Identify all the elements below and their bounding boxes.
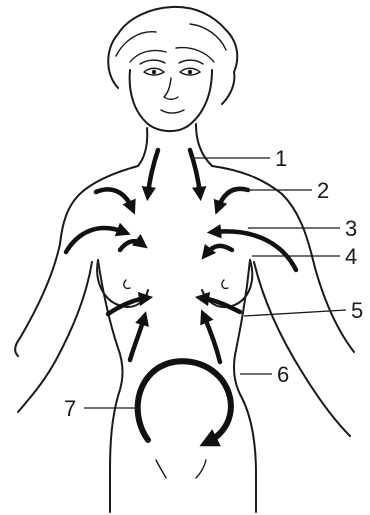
arrow-shoulder-right xyxy=(218,189,248,208)
label-5: 5 xyxy=(351,298,363,323)
label-6: 6 xyxy=(277,362,289,387)
label-2: 2 xyxy=(317,178,329,203)
waist-right xyxy=(234,260,256,512)
arrow-flank-right xyxy=(204,316,220,362)
hair-curls xyxy=(116,24,226,62)
shoulder-right xyxy=(212,166,354,352)
groin-lines xyxy=(156,460,206,478)
nose xyxy=(164,78,178,99)
label-7: 7 xyxy=(64,396,76,421)
left-nipple xyxy=(124,280,130,288)
arrow-shoulder-left xyxy=(96,189,132,208)
arrow-breast-right xyxy=(206,246,232,254)
arm-left-inner xyxy=(15,262,92,412)
neck-right xyxy=(196,124,212,166)
arrow-abdomen-loop xyxy=(138,361,231,442)
waist-left xyxy=(98,260,123,512)
arrow-flank-left xyxy=(130,318,144,360)
hair-outline xyxy=(108,7,237,104)
brows xyxy=(140,60,203,64)
right-pupil xyxy=(188,70,192,74)
arrow-neck-left xyxy=(148,150,158,194)
left-pupil xyxy=(152,70,156,74)
right-nipple xyxy=(222,280,228,288)
arrow-neck-right xyxy=(190,150,200,194)
label-3: 3 xyxy=(345,216,357,241)
arrow-breast-left xyxy=(120,241,142,250)
arrow-arm-left xyxy=(66,228,124,252)
arm-right-inner xyxy=(254,262,350,436)
label-4: 4 xyxy=(345,244,357,269)
label-1: 1 xyxy=(275,146,287,171)
mouth xyxy=(161,110,184,113)
neck-left xyxy=(138,128,147,166)
